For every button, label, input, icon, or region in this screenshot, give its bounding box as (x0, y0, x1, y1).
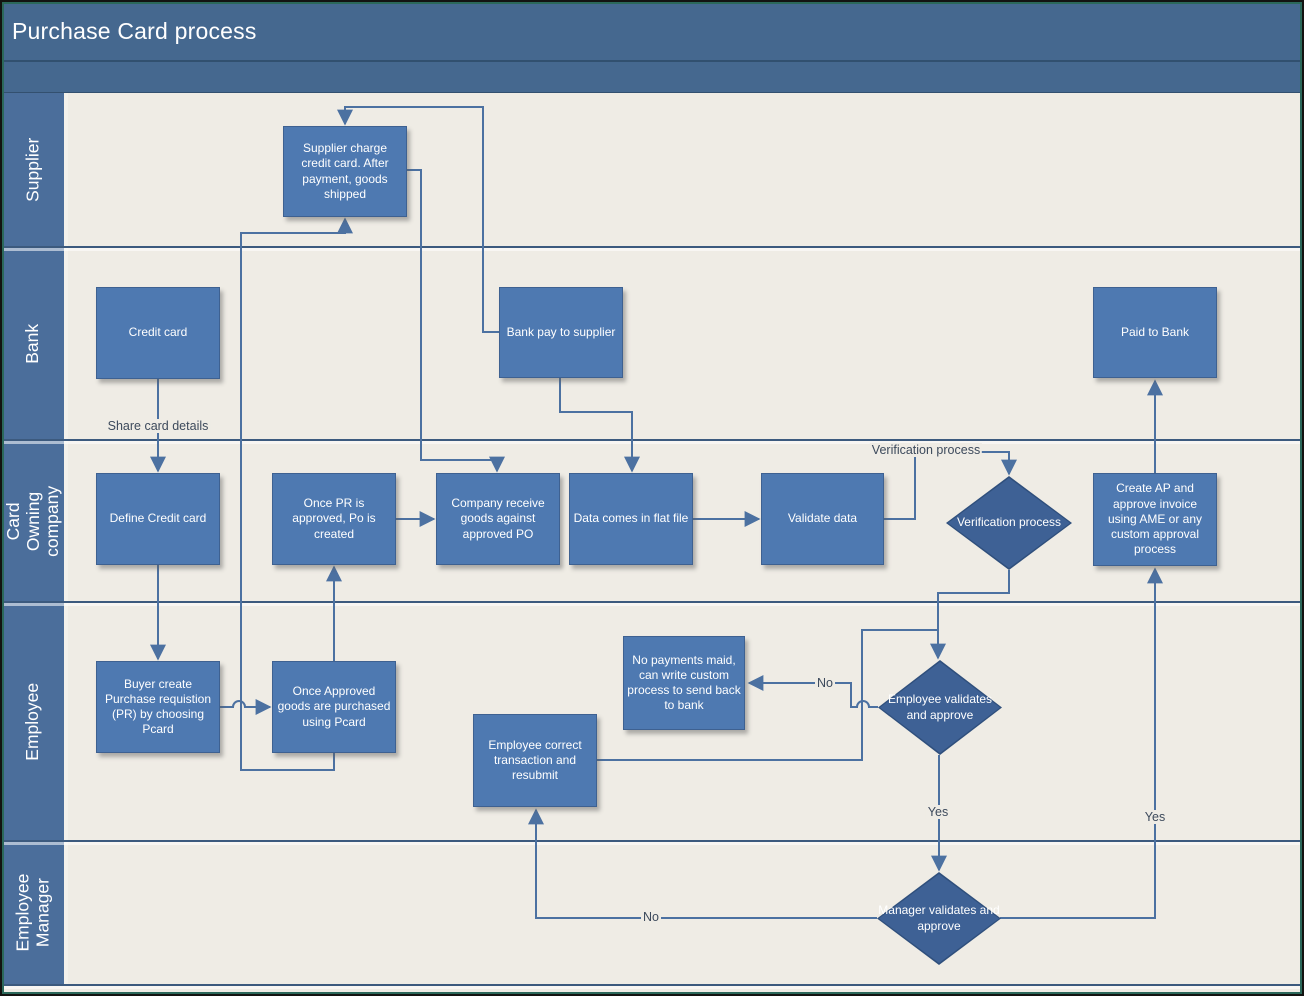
node-define-credit-card: Define Credit card (96, 473, 220, 565)
lane-label-bank: Bank (2, 247, 68, 440)
connector-label-manager-no: No (641, 910, 661, 924)
connector-label-employee-no: No (815, 676, 835, 690)
connector-label-employee-yes: Yes (925, 805, 951, 819)
header-sub-band (2, 62, 1302, 93)
node-no-payments-made: No payments maid, can write custom proce… (623, 636, 745, 730)
lane-label-card-owning-company: Card Owning company (2, 440, 68, 602)
lane-label-supplier: Supplier (2, 92, 68, 247)
node-credit-card: Credit card (96, 287, 220, 379)
lane-label-employee-text: Employee (22, 682, 43, 761)
node-validate-data: Validate data (761, 473, 884, 565)
node-bank-pay-to-supplier: Bank pay to supplier (499, 287, 623, 378)
node-manager-validates-decision: Manager validates and approve (877, 872, 1001, 965)
lane-divider-bank-card (2, 439, 1302, 444)
lane-divider-employee-manager (2, 840, 1302, 845)
node-paid-to-bank: Paid to Bank (1093, 287, 1217, 378)
connector-label-manager-yes: Yes (1142, 810, 1168, 824)
node-buyer-create-pr: Buyer create Purchase requistion (PR) by… (96, 661, 220, 753)
lane-label-employee-manager-text: Employee Manager (12, 874, 53, 952)
node-verification-decision: Verification process (946, 476, 1072, 570)
node-employee-correct-transaction: Employee correct transaction and resubmi… (473, 714, 597, 807)
lane-label-bank-text: Bank (22, 323, 43, 364)
page-title: Purchase Card process (12, 17, 257, 44)
lane-divider-bottom (2, 984, 1302, 989)
connector-label-share-card-details: Share card details (105, 419, 211, 433)
title-bar: Purchase Card process (2, 2, 1302, 62)
node-once-pr-approved: Once PR is approved, Po is created (272, 473, 396, 565)
lane-divider-supplier-bank (2, 246, 1302, 251)
lane-label-supplier-text: Supplier (22, 137, 43, 202)
node-employee-validates-decision: Employee validates and approve (878, 660, 1002, 755)
diamond-label: Employee validates and approve (887, 691, 993, 722)
node-supplier-charge: Supplier charge credit card. After payme… (283, 126, 407, 217)
node-company-receive-goods: Company receive goods against approved P… (436, 473, 560, 565)
node-data-flat-file: Data comes in flat file (569, 473, 693, 565)
lane-label-card-owning-company-text: Card Owning company (2, 485, 62, 557)
lane-label-employee-manager: Employee Manager (2, 841, 68, 985)
diamond-label: Verification process (956, 515, 1062, 530)
diamond-label: Manager validates and approve (878, 902, 1000, 933)
connector-label-verification-process: Verification process (869, 443, 983, 457)
node-create-ap-invoice: Create AP and approve invoice using AME … (1093, 473, 1217, 566)
lane-label-employee: Employee (2, 602, 68, 841)
lane-divider-card-employee (2, 601, 1302, 606)
node-once-approved-goods: Once Approved goods are purchased using … (272, 661, 396, 753)
